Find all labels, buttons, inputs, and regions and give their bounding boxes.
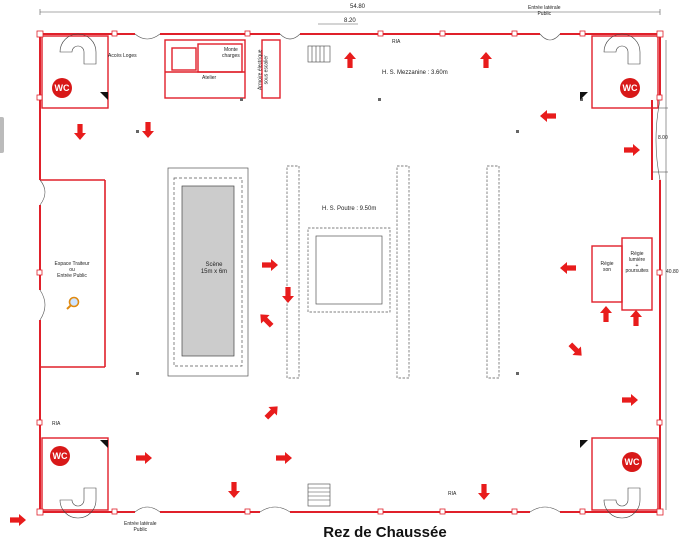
flow-arrow xyxy=(74,124,86,140)
acces-loges-label: Accès Loges xyxy=(108,53,137,59)
flow-arrow xyxy=(136,452,152,464)
flow-arrow xyxy=(10,514,26,526)
scene-label: Scène 15m x 6m xyxy=(200,262,228,275)
ria-bottom-left-label: RIA xyxy=(52,421,61,427)
stage-area xyxy=(167,167,249,377)
flow-arrow xyxy=(478,484,490,500)
wc-markers xyxy=(100,92,588,448)
flow-arrow xyxy=(260,314,274,328)
flow-arrow xyxy=(622,394,638,406)
regie-booths xyxy=(591,237,653,311)
doors xyxy=(39,33,661,513)
wc-bottom-left-icon: WC xyxy=(50,446,70,466)
entree-laterale-top-label: Entrée latérale Public xyxy=(528,5,561,17)
flow-arrow xyxy=(262,259,278,271)
flow-arrow xyxy=(600,306,612,322)
monte-charges-label: Monte charges xyxy=(222,47,240,59)
flow-arrow xyxy=(276,452,292,464)
espace-traiteur-label: Espace Traiteur ou Entrée Public xyxy=(54,261,90,279)
arrows xyxy=(10,52,642,526)
hs-mezzanine-label: H. S. Mezzanine : 3.60m xyxy=(382,70,448,76)
dimension-lines xyxy=(39,9,668,510)
total-width-label: 54.80 xyxy=(350,4,366,10)
right-dim-label: 8.00 xyxy=(658,135,668,141)
flow-arrow xyxy=(480,52,492,68)
ria-bottom-mid-label: RIA xyxy=(448,491,457,497)
flow-arrow xyxy=(344,52,356,68)
wc-bottom-right-icon: WC xyxy=(622,452,642,472)
wc-top-left-icon: WC xyxy=(52,78,72,98)
flow-arrow xyxy=(560,262,576,274)
flow-arrow xyxy=(630,310,642,326)
roof-beams xyxy=(286,165,500,379)
ria-top-label: RIA xyxy=(392,39,401,45)
side-tab[interactable] xyxy=(0,117,4,153)
outer-walls xyxy=(39,33,661,513)
flow-arrow xyxy=(264,406,278,420)
atelier-label: Atelier xyxy=(202,75,217,81)
regie-son-label: Régie son xyxy=(600,261,614,273)
poutre-square xyxy=(307,227,391,313)
flow-arrow xyxy=(540,110,556,122)
entree-laterale-bottom-label: Entrée latérale Public xyxy=(124,521,157,533)
flow-arrow xyxy=(624,144,640,156)
right-total-label: 40.80 xyxy=(666,269,679,275)
magnifier-icon[interactable] xyxy=(66,296,80,310)
armoire-label: Armoire électrique sous escalier xyxy=(257,49,270,91)
page-title: Rez de Chaussée xyxy=(323,524,447,541)
flow-arrow xyxy=(568,342,582,356)
stairs xyxy=(59,33,641,519)
service-rooms xyxy=(41,35,659,511)
columns xyxy=(36,30,664,516)
inner-dim-label: 8.20 xyxy=(344,18,356,24)
regie-lumiere-label: Régie lumière + poursuites xyxy=(625,251,649,275)
flow-arrow xyxy=(228,482,240,498)
hs-poutre-label: H. S. Poutre : 9.50m xyxy=(322,206,377,212)
flow-arrow xyxy=(142,122,154,138)
flow-arrow xyxy=(282,287,294,303)
espace-traiteur-walls xyxy=(40,179,106,368)
wc-top-right-icon: WC xyxy=(620,78,640,98)
